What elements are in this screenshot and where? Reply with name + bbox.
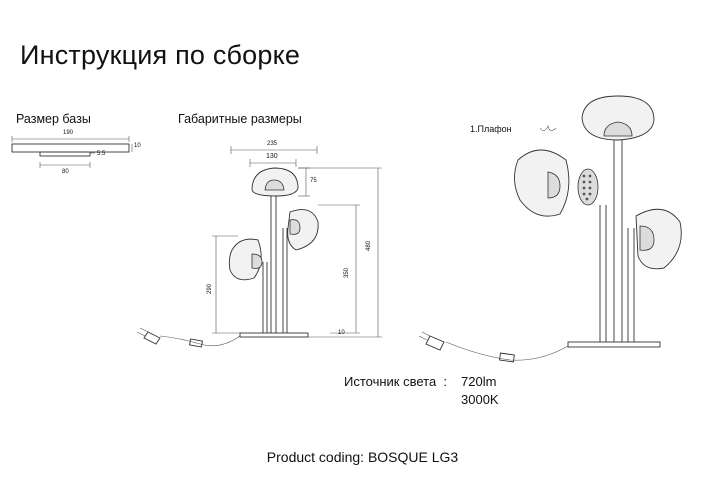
light-source-label: Источник света : — [344, 374, 448, 389]
page-title: Инструкция по сборке — [20, 40, 301, 70]
dim-75: 75 — [310, 178, 317, 184]
dim-290: 290 — [207, 283, 214, 295]
product-coding: Product coding: BOSQUE LG3 — [266, 449, 459, 465]
base-size-drawing — [11, 136, 133, 168]
base-size-heading: Размер базы — [16, 112, 91, 126]
dim-130: 130 — [266, 153, 278, 160]
base-dim-5-5: 5.5 — [97, 151, 106, 157]
lumens-value: 720lm — [461, 374, 497, 389]
base-dim-190: 190 — [63, 130, 74, 136]
lamp-assembly-view — [418, 95, 682, 363]
color-temp-value: 3000K — [461, 392, 499, 407]
base-dim-10: 10 — [134, 143, 141, 149]
dim-480: 480 — [366, 240, 373, 252]
overall-dimensions-heading: Габаритные размеры — [178, 112, 302, 126]
dim-10: 10 — [338, 330, 345, 336]
dim-235: 235 — [267, 141, 278, 147]
dim-350: 350 — [344, 267, 351, 279]
lamp-front-view — [136, 146, 382, 348]
base-dim-80: 80 — [62, 169, 69, 175]
part-label-shade: 1.Плафон — [470, 124, 512, 134]
